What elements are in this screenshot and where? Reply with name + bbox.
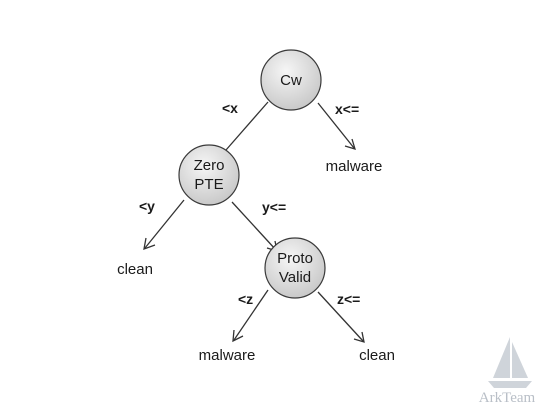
leaf-malware-bottom: malware bbox=[199, 347, 256, 364]
edge-label-lt-y: <y bbox=[139, 198, 155, 214]
edge-label-x-le: x<= bbox=[335, 101, 359, 117]
arrowhead-zero-clean bbox=[143, 237, 156, 250]
edge-proto-to-clean bbox=[317, 291, 364, 342]
node-zero-pte-label-line2: PTE bbox=[194, 176, 223, 193]
edge-label-lt-x: <x bbox=[222, 100, 238, 116]
arrowhead-proto-malware bbox=[232, 329, 244, 343]
leaf-clean-left: clean bbox=[117, 261, 153, 278]
node-zero-pte: Zero PTE bbox=[178, 144, 240, 206]
leaf-clean-right: clean bbox=[359, 347, 395, 364]
node-cw: Cw bbox=[260, 49, 322, 111]
node-proto-valid-label-line2: Valid bbox=[279, 269, 311, 286]
edge-root-to-malware bbox=[317, 102, 355, 149]
edge-label-z-le: z<= bbox=[337, 291, 360, 307]
arkteam-watermark: ArkTeam bbox=[479, 337, 536, 406]
edge-zero-to-proto bbox=[231, 201, 277, 251]
node-cw-label: Cw bbox=[280, 72, 302, 89]
edge-label-lt-z: <z bbox=[238, 291, 253, 307]
arrowhead-root-malware bbox=[344, 138, 356, 150]
edge-root-to-zero-pte bbox=[225, 101, 269, 151]
edge-zero-to-clean bbox=[144, 199, 185, 249]
leaf-malware-top: malware bbox=[326, 158, 383, 175]
arrowhead-proto-clean bbox=[353, 331, 365, 343]
node-proto-valid-label-line1: Proto bbox=[277, 250, 313, 267]
edge-label-y-le: y<= bbox=[262, 199, 286, 215]
edge-proto-to-malware bbox=[233, 289, 269, 341]
watermark-text: ArkTeam bbox=[479, 390, 536, 406]
sailboat-icon bbox=[488, 337, 532, 388]
node-proto-valid: Proto Valid bbox=[264, 237, 326, 299]
node-zero-pte-label-line1: Zero bbox=[194, 157, 225, 174]
